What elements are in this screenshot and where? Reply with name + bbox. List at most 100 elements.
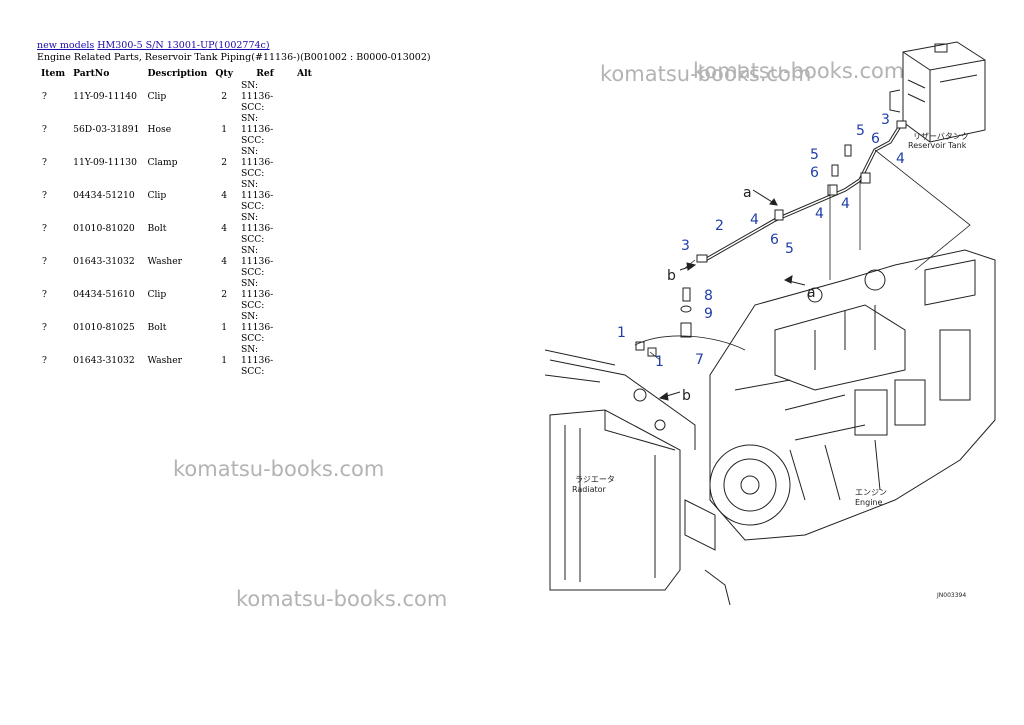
callout-9: 9 — [704, 306, 713, 322]
cell-alt — [293, 278, 316, 311]
cell-qty: 1 — [221, 124, 228, 135]
cell-description: Washer — [147, 355, 183, 366]
cell-item: ? — [42, 289, 47, 300]
reference-a-upper: a — [743, 185, 752, 201]
header-alt: Alt — [296, 67, 312, 79]
cell-alt — [293, 344, 316, 377]
callout-6-lower: 6 — [770, 232, 779, 248]
cell-ref: SN: 11136-SCC: — [240, 245, 274, 278]
cell-qty: 2 — [221, 157, 228, 168]
header-item: Item — [41, 67, 66, 79]
callout-5-upper: 5 — [856, 123, 865, 139]
cell-qty: 2 — [221, 91, 228, 102]
callout-1-b: 1 — [655, 354, 664, 370]
callout-3-upper: 3 — [881, 112, 890, 128]
header-qty: Qty — [215, 67, 233, 79]
cell-item: ? — [42, 355, 47, 366]
cell-partno: 01010-81025 — [73, 322, 135, 333]
engine-drawing — [709, 249, 996, 541]
callout-labels: 1 1 2 3 3 4 4 4 4 5 5 5 6 6 6 7 8 9 — [617, 112, 905, 370]
callout-4-right: 4 — [841, 196, 850, 212]
clip-upper-hose-end — [896, 120, 907, 129]
radiator-label: Radiator — [572, 485, 607, 494]
callout-6-left: 6 — [810, 165, 819, 181]
cell-alt — [293, 245, 316, 278]
cell-qty: 2 — [221, 289, 228, 300]
clamp-left — [774, 209, 784, 221]
watermark-top: komatsu-books.com — [600, 62, 812, 86]
reference-arrows — [658, 189, 806, 401]
clip-lower-hose-end — [696, 254, 708, 263]
cell-ref: SN: 11136-SCC: — [240, 146, 274, 179]
reference-b-upper: b — [667, 268, 676, 284]
cell-ref: SN: 11136-SCC: — [240, 113, 274, 146]
callout-5-lower: 5 — [785, 241, 794, 257]
cell-qty: 1 — [221, 322, 228, 333]
breadcrumb-link-model[interactable]: HM300-5 S/N 13001-UP(1002774c) — [97, 40, 270, 51]
parts-diagram: 1 1 2 3 3 4 4 4 4 5 5 5 6 6 6 7 8 9 a a … — [544, 30, 1000, 606]
cell-qty: 4 — [221, 256, 228, 267]
reservoir-label-jp: リザーバタンク — [913, 132, 969, 141]
reference-b-lower: b — [682, 388, 691, 404]
callout-1-a: 1 — [617, 325, 626, 341]
watermark-middle: komatsu-books.com — [173, 457, 385, 481]
callout-6-upper: 6 — [871, 131, 880, 147]
breadcrumb-link-new-models[interactable]: new models — [37, 40, 95, 51]
clip-item-1-right — [647, 347, 657, 357]
cell-alt — [293, 212, 316, 245]
cell-partno: 01010-81020 — [73, 223, 135, 234]
cell-partno: 04434-51210 — [73, 190, 135, 201]
callout-8: 8 — [704, 288, 713, 304]
cell-description: Washer — [147, 256, 183, 267]
cell-item: ? — [42, 322, 47, 333]
cell-partno: 01643-31032 — [73, 355, 135, 366]
callout-7: 7 — [695, 352, 704, 368]
cell-alt — [293, 113, 316, 146]
cell-description: Bolt — [147, 223, 167, 234]
callout-4-left: 4 — [750, 212, 759, 228]
cell-description: Bolt — [147, 322, 167, 333]
cell-item: ? — [42, 190, 47, 201]
cell-item: ? — [42, 256, 47, 267]
callout-5-left: 5 — [810, 147, 819, 163]
cell-partno: 04434-51610 — [73, 289, 135, 300]
radiator-drawing — [544, 349, 731, 606]
cell-item: ? — [42, 223, 47, 234]
callout-4-upper: 4 — [896, 151, 905, 167]
cell-description: Clamp — [147, 157, 178, 168]
bolt-upper — [844, 144, 852, 157]
component-labels: リザーバタンク Reservoir Tank ラジエータ Radiator エン… — [572, 132, 969, 599]
cell-partno: 56D-03-31891 — [73, 124, 140, 135]
engine-label-jp: エンジン — [855, 488, 887, 497]
cell-description: Clip — [147, 289, 167, 300]
page-subtitle: Engine Related Parts, Reservoir Tank Pip… — [37, 52, 431, 63]
header-ref: Ref — [256, 67, 274, 79]
callout-4-middle: 4 — [815, 206, 824, 222]
reference-lines — [634, 149, 971, 361]
watermark-bottom: komatsu-books.com — [236, 587, 448, 611]
radiator-label-jp: ラジエータ — [575, 475, 615, 484]
parts-table: Item PartNo Description Qty Ref Alt ?11Y… — [37, 66, 316, 378]
parts-diagram-svg: 1 1 2 3 3 4 4 4 4 5 5 5 6 6 6 7 8 9 a a … — [544, 41, 996, 606]
cell-alt — [293, 146, 316, 179]
cell-ref: SN: 11136-SCC: — [240, 179, 274, 212]
cell-alt — [293, 311, 316, 344]
cell-qty: 4 — [221, 223, 228, 234]
clamp-middle — [827, 184, 838, 196]
reference-a-lower: a — [807, 285, 816, 301]
engine-label: Engine — [855, 498, 882, 507]
watermark-top-overlap: komatsu-books.com — [693, 59, 905, 83]
cell-partno: 11Y-09-11130 — [73, 157, 137, 168]
drawing-code: JN003394 — [936, 592, 966, 599]
cell-description: Clip — [147, 91, 167, 102]
bolt-left — [831, 164, 839, 177]
